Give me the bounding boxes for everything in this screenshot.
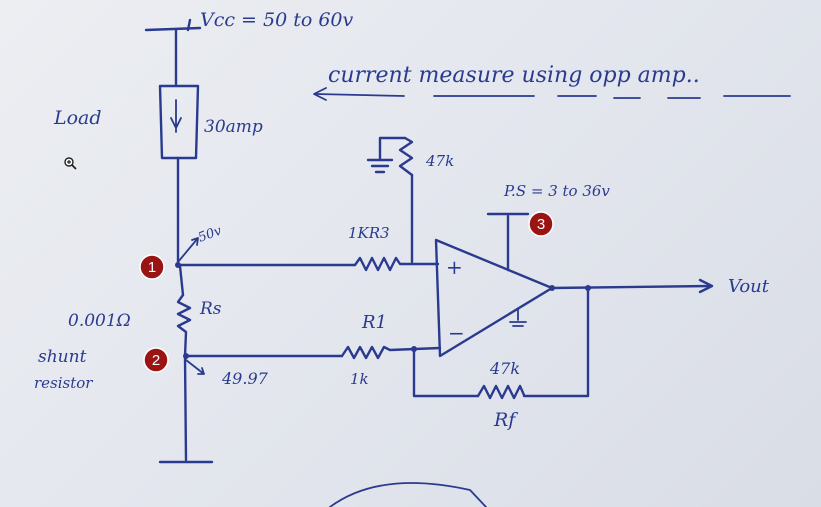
minus-label: − <box>448 321 465 345</box>
marker-2[interactable]: 2 <box>143 347 169 373</box>
shunt-label-line2: resistor <box>34 374 93 392</box>
output-wire <box>549 278 714 294</box>
vout-label: Vout <box>728 276 770 297</box>
zoom-in-icon <box>64 157 77 170</box>
partial-sketch <box>329 482 487 507</box>
r3-label: 1KR3 <box>348 224 390 242</box>
svg-text:2: 2 <box>152 352 160 369</box>
vcc-rail <box>144 18 202 88</box>
op-amp <box>434 212 554 358</box>
wire-node2-minus <box>183 345 442 360</box>
load-box <box>158 84 200 160</box>
marker-3[interactable]: 3 <box>528 211 554 237</box>
voltage-50v-label: 50v <box>196 223 224 245</box>
voltage-arrow-50v <box>177 237 199 263</box>
title-label: current measure using opp amp.. <box>328 63 700 88</box>
main-wire <box>158 156 214 464</box>
load-current-label: 30amp <box>204 117 263 137</box>
rf-value-label: 47k <box>489 359 520 378</box>
svg-text:3: 3 <box>537 216 545 233</box>
r1-value-label: 1k <box>350 370 369 388</box>
svg-text:1: 1 <box>148 259 156 276</box>
marker-1[interactable]: 1 <box>139 254 165 280</box>
vcc-label: Vcc = 50 to 60v <box>200 9 354 31</box>
shunt-value-label: 0.001Ω <box>68 311 131 331</box>
voltage-arrow-low <box>185 359 205 375</box>
plus-label: + <box>446 255 463 279</box>
rs-label: Rs <box>199 299 222 319</box>
rf-label: Rf <box>493 409 518 431</box>
feedback-resistor <box>412 286 590 400</box>
r1-label: R1 <box>361 312 387 333</box>
load-label: Load <box>53 107 102 129</box>
wire-node1-plus <box>175 256 440 272</box>
pullup-value-label: 47k <box>425 152 454 170</box>
shunt-label-line1: shunt <box>38 347 87 367</box>
pullup-resistor <box>366 136 414 264</box>
low-voltage-label: 49.97 <box>221 369 269 388</box>
title-underline <box>313 87 791 101</box>
supply-label: P.S = 3 to 36v <box>503 182 610 200</box>
